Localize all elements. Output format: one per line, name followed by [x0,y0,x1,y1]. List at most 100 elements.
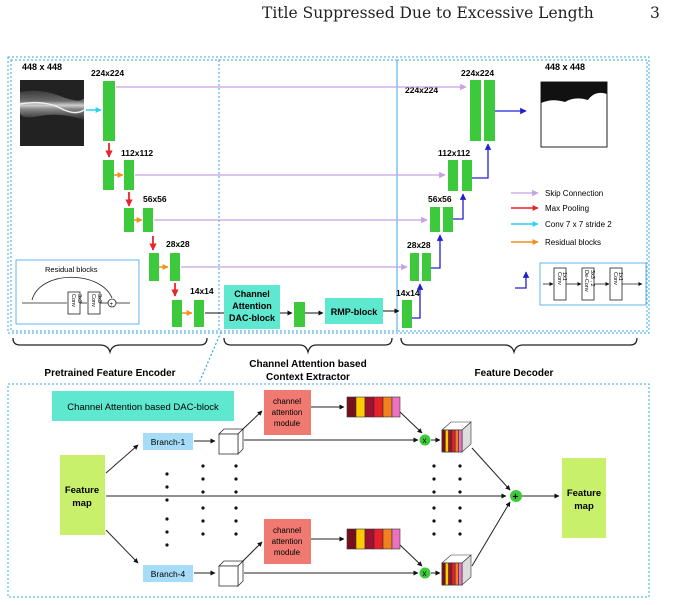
dac-detail-title: Channel Attention based DAC-block [67,402,219,413]
up-arrow-28 [431,234,444,269]
context-frame [218,59,398,332]
enc-block-28b [170,253,180,281]
encoder-brace [12,337,208,355]
dec-size-14: 14x14 [396,288,420,298]
enc-size-14: 14x14 [190,286,214,296]
vec1-to-mult [399,411,423,434]
mult1-sign: x [423,436,427,445]
legend-decoder-arrow [515,271,530,289]
dec-block-112a [448,160,458,191]
enc-block-14b [194,300,204,327]
to-cam1-arrow [241,410,263,431]
enc-block-224 [103,81,115,141]
dblock-deconv2: 3x3 , 2 [589,270,595,287]
branch4-label: Branch-4 [151,569,186,579]
vec2-to-mult [399,544,423,567]
add-sign: + [513,492,519,503]
dac-detail-frame [7,383,650,598]
residual-conv2-l2: 3x3 [96,294,102,303]
up-arrow-56 [453,193,467,220]
enc-size-112: 112x112 [121,148,153,158]
decoder-label: Feature Decoder [475,368,554,379]
cam2-l1: channel [273,526,301,535]
enc-size-56: 56x56 [143,194,167,204]
residual-conv2-l1: Conv [90,294,96,307]
dec-block-28b [422,253,431,281]
dec-block-224a [470,80,481,141]
to-branch1-arrow [105,444,139,474]
branch4-box [143,565,193,582]
legend-maxpool: Max Pooling [545,204,589,213]
dec-block-28a [410,253,419,281]
dac-block-box [224,285,280,329]
to-cam2-arrow [241,541,263,563]
feature-map-in [60,455,105,535]
add-node [510,490,522,502]
feature-in-l2: map [72,498,92,509]
cam2-box [264,519,311,564]
feature-in-l1: Feature [65,485,99,496]
legend-skip: Skip Connection [545,189,603,198]
feature-out-l1: Feature [567,488,601,499]
enc-block-14a [172,300,182,327]
encoder-frame [10,59,220,332]
legend-conv7: Conv 7 x 7 stride 2 [545,220,612,229]
dac-line1: Channel [234,289,270,299]
residual-sum-sign: + [110,302,114,308]
enc-block-112a [103,160,114,190]
weighted-cube-2 [441,554,472,586]
dblock-conv-b1: Conv [612,272,618,285]
enc-size-28: 28x28 [166,239,190,249]
segmentation-output-image [540,81,608,148]
up-arrow-14 [412,283,424,319]
dec-size-56: 56x56 [428,194,452,204]
context-label-2: Context Extractor [266,372,350,383]
mult-node-2 [419,567,431,579]
attention-vector-1 [346,396,401,418]
cube-branch1 [218,428,244,455]
enc-block-28a [149,253,159,281]
cam1-l3: module [274,419,301,428]
oct-input-image [19,80,85,146]
encoder-label: Pretrained Feature Encoder [44,368,175,379]
dec-size-28: 28x28 [407,240,431,250]
decoder-frame [396,59,648,332]
dac-line3: DAC-block [229,313,276,323]
branch1-box [143,433,193,450]
cube1-to-add [471,447,511,491]
dblock-conv-b2: 1x1 [617,272,623,281]
context-mid-block [294,302,305,327]
dec-block-56a [430,207,440,232]
dec-block-224b [484,80,495,141]
branch1-label: Branch-1 [151,437,186,447]
residual-inset-title: Residual blocks [45,265,98,274]
legend: Skip Connection Max Pooling Conv 7 x 7 s… [511,189,612,289]
residual-conv1-l2: 3x3 [76,294,82,303]
dblock-conv-a2: 1x1 [561,272,567,281]
cube-branch4 [218,560,244,587]
feature-map-out [562,458,606,538]
cam1-l2: attention [272,408,303,417]
mult2-sign: x [423,569,427,578]
enc-size-224: 224x224 [91,68,124,78]
rmp-block-box [325,298,383,324]
dec-size-224-left: 224x224 [405,85,438,95]
decoder-block-legend: Conv 1x1 De-Conv 3x3 , 2 Conv 1x1 [539,262,647,306]
dac-detail-title-box [52,391,234,421]
page-number: 3 [650,4,660,22]
weighted-cube-1 [441,421,472,453]
mult-node-1 [419,434,431,446]
legend-res: Residual blocks [545,238,601,247]
dac-line2: Attention [232,301,272,311]
output-size-label: 448 x 448 [545,62,585,72]
dec-block-56b [443,207,453,232]
cam1-l1: channel [273,397,301,406]
dblock-conv-a1: Conv [556,272,562,285]
top-frame [7,56,650,334]
dec-size-224-top: 224x224 [461,68,494,78]
cam2-l2: attention [272,537,303,546]
dec-size-112: 112x112 [438,148,470,158]
residual-conv1-l1: Conv [70,294,76,307]
enc-block-56b [143,208,153,232]
zoom-connector [198,331,222,384]
